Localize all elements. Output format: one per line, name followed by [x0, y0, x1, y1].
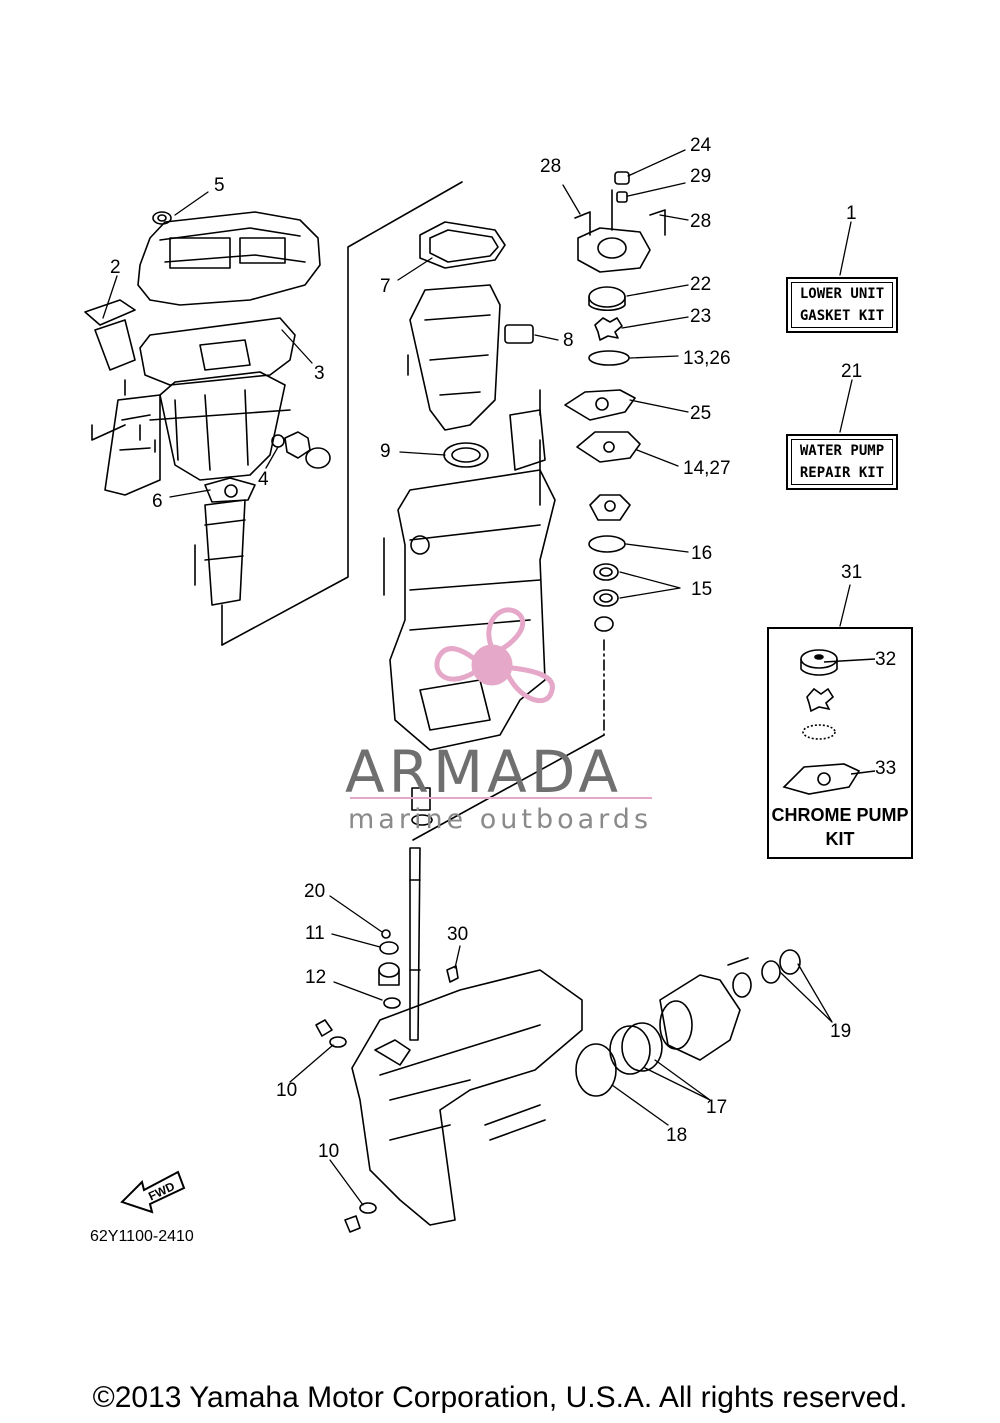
copyright-notice: ©2013 Yamaha Motor Corporation, U.S.A. A…: [92, 1381, 908, 1414]
assembly-bracket-left: [221, 181, 463, 646]
callout-29: 29: [690, 166, 712, 187]
chrome-pump-kit-box: CHROME PUMP KIT: [767, 627, 913, 859]
watermark-subtitle: marine outboards: [348, 804, 653, 835]
water-pump-repair-kit-box: WATER PUMP REPAIR KIT: [786, 434, 898, 490]
callout-31: 31: [841, 562, 863, 583]
callout-4: 4: [258, 469, 269, 490]
leader-lines: [102, 149, 853, 1206]
callout-18: 18: [666, 1125, 688, 1146]
callout-25: 25: [690, 403, 712, 424]
callout-21: 21: [841, 361, 863, 382]
watermark-title: ARMADA: [345, 738, 623, 806]
lower-unit-kit-line2: GASKET KIT: [799, 308, 885, 324]
callout-8: 8: [563, 330, 574, 351]
callout-10-lower: 10: [318, 1141, 340, 1162]
watermark-divider: [350, 797, 652, 799]
callout-33: 33: [875, 758, 897, 779]
chrome-pump-kit-parts: [782, 649, 876, 795]
callout-15: 15: [691, 579, 713, 600]
callout-30: 30: [447, 924, 469, 945]
callout-6: 6: [152, 491, 163, 512]
callout-19: 19: [830, 1021, 852, 1042]
drive-shaft-housing: [383, 221, 556, 751]
callout-13-26: 13,26: [683, 348, 731, 369]
chrome-pump-kit-line2: KIT: [825, 829, 855, 849]
callout-32: 32: [875, 649, 897, 670]
watermark-propeller: [434, 607, 555, 704]
callout-17: 17: [706, 1097, 728, 1118]
forward-arrow-icon: FWD: [120, 1160, 190, 1220]
callout-1: 1: [846, 203, 857, 224]
callout-11: 11: [305, 923, 325, 944]
callout-22: 22: [690, 274, 712, 295]
callout-9: 9: [380, 441, 391, 462]
callout-10-upper: 10: [276, 1080, 298, 1101]
callout-5: 5: [214, 175, 225, 196]
callout-2: 2: [110, 257, 121, 278]
drawing-code: 62Y1100-2410: [90, 1228, 194, 1245]
water-pump-kit-line2: REPAIR KIT: [799, 465, 885, 481]
callout-28-right: 28: [690, 211, 712, 232]
callout-3: 3: [314, 363, 325, 384]
lower-unit-gasket-kit-box: LOWER UNIT GASKET KIT: [786, 277, 898, 333]
gearcase-assembly: [315, 734, 801, 1233]
callout-23: 23: [690, 306, 712, 327]
callout-7: 7: [380, 276, 391, 297]
oil-pan-assembly: [84, 211, 331, 606]
callout-28-left: 28: [540, 156, 562, 177]
chrome-pump-kit-line1: CHROME PUMP: [771, 805, 909, 825]
lower-unit-kit-line1: LOWER UNIT: [799, 286, 885, 302]
fwd-label: FWD: [146, 1179, 177, 1203]
callout-24: 24: [690, 135, 712, 156]
water-pump-assembly: [564, 171, 666, 736]
callout-12: 12: [305, 967, 327, 988]
callout-16: 16: [691, 543, 713, 564]
callout-14-27: 14,27: [683, 458, 731, 479]
water-pump-kit-line1: WATER PUMP: [799, 443, 885, 459]
callout-20: 20: [304, 881, 326, 902]
